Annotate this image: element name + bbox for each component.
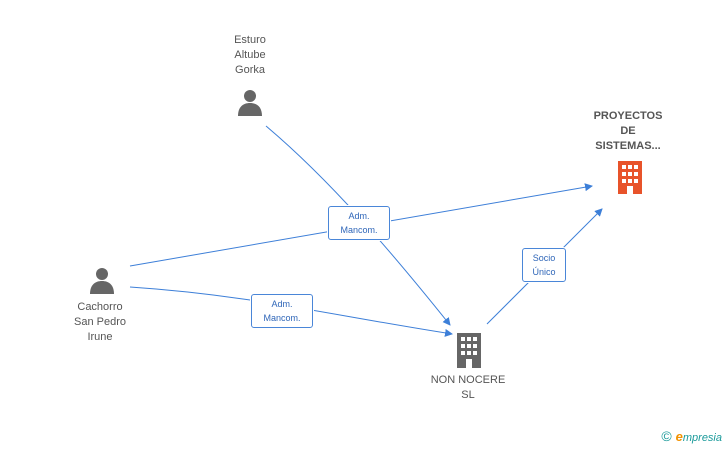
building-icon[interactable] [615,160,645,199]
edge-label-adm-mancom[interactable]: Adm. Mancom. [328,206,390,240]
brand-e: e [675,428,683,444]
node-label-nocere[interactable]: NON NOCERE SL [430,374,506,401]
person-icon[interactable] [88,266,116,299]
node-label-proyectos[interactable]: PROYECTOS DE SISTEMAS... [593,110,663,152]
edge-label-socio-unico[interactable]: Socio Único [522,248,566,282]
edge-label-adm-mancom[interactable]: Adm. Mancom. [251,294,313,328]
copyright-symbol: © [661,428,672,444]
building-icon[interactable] [454,332,484,373]
node-label-cachorro[interactable]: Cachorro San Pedro Irune [74,301,126,343]
person-icon[interactable] [236,88,264,121]
node-label-esturo[interactable]: Esturo Altube Gorka [234,34,266,76]
empresia-logo: © empresia [661,428,722,444]
brand-name: mpresia [682,431,722,444]
